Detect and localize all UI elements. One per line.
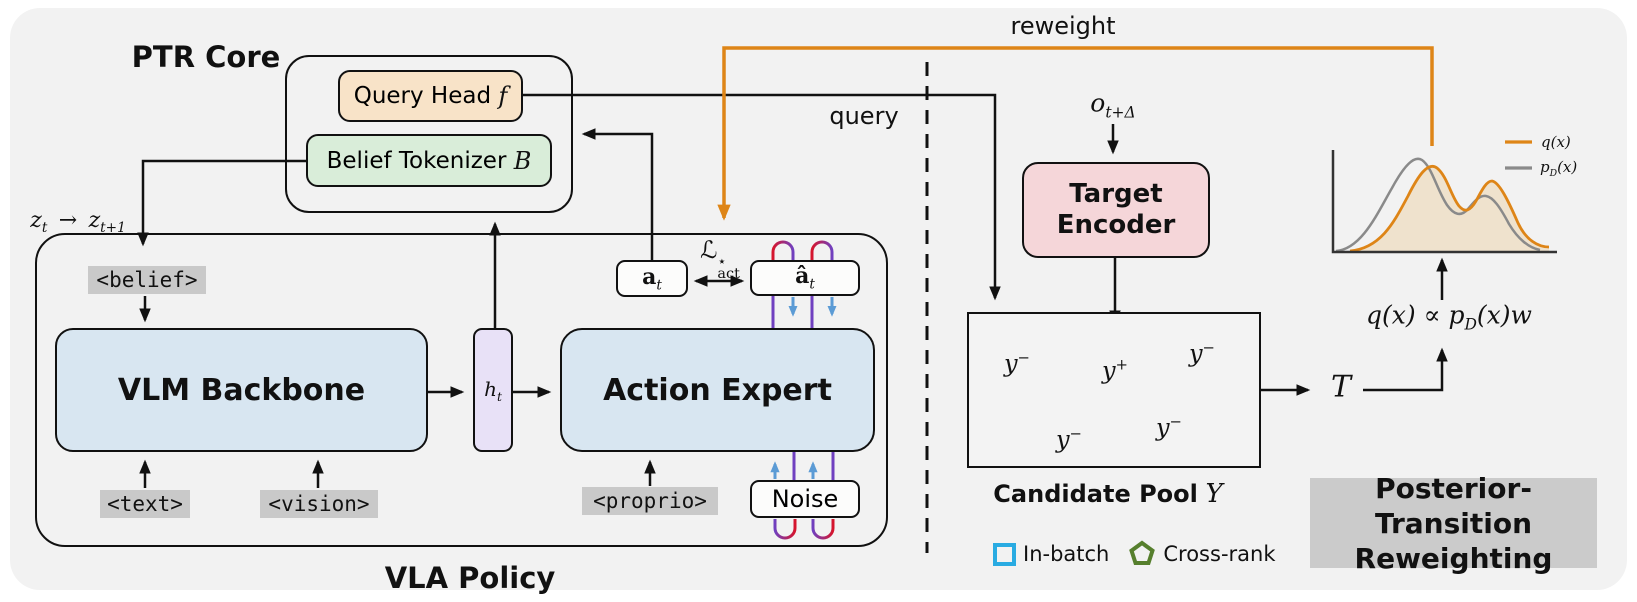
posterior-line1: Posterior-Transition [1374,471,1533,540]
candidate-pool-title: Candidate Pool Y [993,479,1223,509]
pool-item-label: y− [1003,348,1031,378]
pool-item-label: y− [1055,424,1083,454]
query-label: query [829,102,899,130]
query-path [523,93,1001,301]
ptr-core-box [285,55,573,213]
ptr-core-title: PTR Core [131,40,281,74]
action-loss-label: ℒ⋆act [700,235,740,282]
belief-tokenizer-var: B [513,146,532,175]
noise-box: Noise [750,480,860,518]
future-obs-label: ot+Δ [1090,88,1136,122]
vla-policy-box [35,233,888,547]
inbatch-label: In-batch [1023,542,1110,566]
ahat-box: ât [750,260,860,296]
plot-pD-curve [1335,157,1541,253]
belief-tokenizer-box: Belief Tokenizer B [306,134,552,187]
query-head-box: Query Head f [338,70,523,122]
denoise-loop-top-1 [771,240,795,261]
reweight-label: reweight [1010,12,1116,40]
plot-q-curve [1349,164,1550,253]
belief-transition-label: zt → zt+1 [30,207,126,237]
denoise-loop-top-2 [810,240,834,261]
target-encoder-box: Target Encoder [1022,162,1210,258]
vla-policy-title: VLA Policy [384,561,556,595]
vision-token: <vision> [260,490,378,518]
candidate-pool-box [967,312,1261,468]
pool-item-label: y− [1155,412,1183,442]
belief-token: <belief> [88,266,206,294]
target-encoder-line1: Target [1069,178,1163,209]
plot-axes [1331,150,1557,254]
belief-tokenizer-to-belief-arrow [137,159,306,247]
noise-loop-bottom-1 [773,519,797,540]
action-expert-label: Action Expert [603,372,832,408]
query-head-label: Query Head [353,83,492,109]
crossrank-pentagon-icon [1129,540,1156,565]
transport-to-equation-arrow [1363,347,1448,392]
noise-label: Noise [771,485,839,513]
posterior-transition-banner: Posterior-Transition Reweighting [1310,472,1597,575]
at-to-ptr-core-arrow [581,128,654,260]
belief-tokenizer-label: Belief Tokenizer [326,147,507,174]
noise-loop-bottom-2 [811,519,835,540]
plot-legend-p-label: pD(x) [1540,158,1578,179]
inbatch-square-icon [993,542,1016,566]
target-encoder-line2: Encoder [1056,210,1176,240]
crossrank-label: Cross-rank [1163,542,1276,566]
at-box: at [616,260,688,297]
vlm-backbone-box: VLM Backbone [55,328,428,452]
proprio-token: <proprio> [582,487,718,515]
ht-label: ht [484,376,502,404]
query-head-var: f [498,82,508,110]
reweight-equation: q(x) ∝ pD(x)w [1366,300,1532,334]
ahat-label: ât [795,263,815,293]
plot-legend-q-label: q(x) [1541,133,1571,151]
vlm-backbone-label: VLM Backbone [117,372,366,408]
pool-item-label: y+ [1101,355,1129,385]
at-label: at [642,263,662,294]
action-expert-box: Action Expert [560,328,875,452]
pool-item-label: y− [1188,338,1216,368]
ht-box: ht [473,328,513,452]
posterior-line2: Reweighting [1354,541,1553,575]
reweight-path [717,46,1434,221]
transport-label: T [1330,369,1352,405]
pool-legend: In-batch Cross-rank [993,540,1276,568]
text-token: <text> [100,490,190,518]
